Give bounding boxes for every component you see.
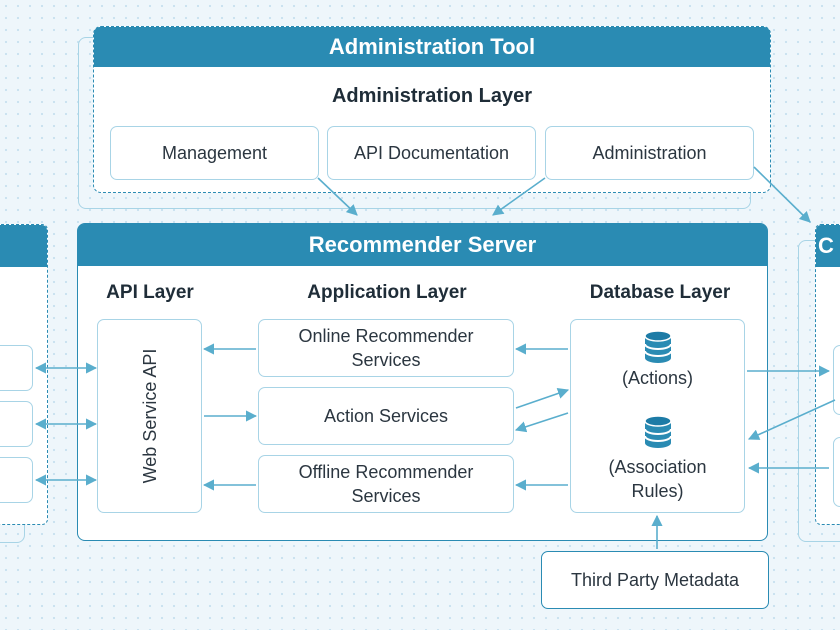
administration-box[interactable]: Administration [545,126,754,180]
api-documentation-box[interactable]: API Documentation [327,126,536,180]
left-panel-box-2[interactable] [0,401,33,447]
third-party-metadata-label: Third Party Metadata [570,569,740,590]
right-panel-title: C [818,233,834,258]
recommender-server-header: Recommender Server [78,224,767,266]
database-icon [643,415,672,448]
database-icon [643,330,672,363]
web-service-api-label: Web Service API [139,348,160,484]
left-panel-box-1[interactable] [0,345,33,391]
admin-tool-title: Administration Tool [328,34,536,59]
api-documentation-label: API Documentation [353,142,510,163]
association-rules-db-group: (Association Rules) [570,415,745,504]
application-layer-title: Application Layer [307,282,467,303]
association-rules-db-label: (Association Rules) [608,457,707,502]
actions-db-label: (Actions) [621,368,693,388]
api-layer-title: API Layer [106,282,194,303]
right-panel-header: C [816,225,840,267]
action-services-box[interactable]: Action Services [258,387,514,445]
left-panel-box-3[interactable] [0,457,33,503]
administration-label: Administration [592,142,707,163]
web-service-api-box[interactable]: Web Service API [97,319,202,513]
third-party-metadata-box[interactable]: Third Party Metadata [541,551,769,609]
management-label: Management [161,142,268,163]
online-recommender-services-box[interactable]: Online Recommender Services [258,319,514,377]
right-panel-box-1[interactable] [833,345,840,415]
admin-tool-header: Administration Tool [94,27,770,67]
online-recommender-services-label: Online Recommender Services [298,325,474,370]
right-panel-box-2[interactable] [833,437,840,507]
database-layer-title: Database Layer [589,282,731,303]
left-panel-header [0,225,47,267]
action-services-label: Action Services [323,405,449,426]
recommender-server-title: Recommender Server [308,232,537,257]
management-box[interactable]: Management [110,126,319,180]
actions-db-group: (Actions) [570,330,745,389]
admin-layer-title: Administration Layer [331,85,533,107]
offline-recommender-services-box[interactable]: Offline Recommender Services [258,455,514,513]
offline-recommender-services-label: Offline Recommender Services [298,461,474,506]
